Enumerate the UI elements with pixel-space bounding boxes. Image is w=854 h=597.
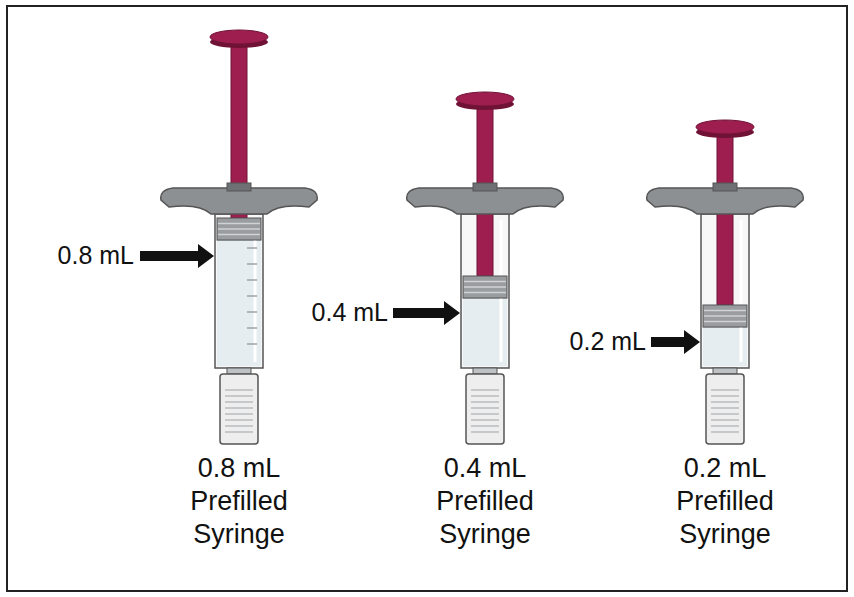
- volume-callout: 0.8 mL: [58, 240, 134, 270]
- cap-grip-rib: [471, 396, 499, 397]
- stopper-rib: [464, 281, 506, 283]
- plunger-head: [456, 92, 514, 106]
- graduation-mark: [247, 279, 257, 280]
- cap-grip-rib: [711, 396, 739, 397]
- volume-callout: 0.2 mL: [570, 326, 646, 356]
- needle-cap: [466, 374, 504, 444]
- cap-grip-rib: [471, 426, 499, 427]
- plunger-head: [696, 120, 754, 134]
- needle-hub: [473, 368, 497, 374]
- cap-grip-rib: [225, 420, 253, 421]
- needle-hub: [227, 368, 251, 374]
- pointer-arrow: [651, 330, 700, 354]
- volume-callout: 0.4 mL: [312, 297, 388, 327]
- graduation-mark: [247, 295, 257, 296]
- cap-grip-rib: [471, 408, 499, 409]
- syringe: [161, 30, 318, 444]
- cap-grip-rib: [711, 414, 739, 415]
- graduation-mark: [247, 343, 257, 344]
- cap-grip-rib: [711, 420, 739, 421]
- cap-grip-rib: [471, 432, 499, 433]
- syringe-group: [161, 30, 804, 444]
- cap-grip-rib: [225, 408, 253, 409]
- flange-collar: [227, 183, 251, 191]
- cap-grip-rib: [225, 426, 253, 427]
- barrel-highlight: [740, 220, 743, 362]
- finger-flange: [407, 188, 564, 214]
- needle-cap: [220, 374, 258, 444]
- cap-grip-rib: [711, 402, 739, 403]
- needle-cap: [706, 374, 744, 444]
- plunger-stopper: [217, 218, 261, 240]
- stopper-rib: [704, 310, 746, 312]
- finger-flange: [647, 188, 804, 214]
- syringe-caption: 0.2 mL Prefilled Syringe: [655, 452, 795, 551]
- stopper-rib: [218, 223, 260, 225]
- pointer-arrow: [393, 301, 460, 325]
- cap-grip-rib: [711, 432, 739, 433]
- barrel-highlight: [254, 220, 257, 362]
- syringe: [407, 92, 564, 444]
- cap-grip-rib: [711, 426, 739, 427]
- stopper-rib: [218, 234, 260, 236]
- cap-grip-rib: [471, 420, 499, 421]
- cap-grip-rib: [225, 402, 253, 403]
- cap-grip-rib: [225, 396, 253, 397]
- cap-grip-rib: [225, 414, 253, 415]
- syringe-barrel: [215, 214, 263, 368]
- graduation-mark: [247, 327, 257, 328]
- stopper-rib: [704, 321, 746, 323]
- plunger-head: [210, 30, 268, 44]
- cap-grip-rib: [225, 390, 253, 391]
- syringe-caption: 0.8 mL Prefilled Syringe: [169, 452, 309, 551]
- frame-border: [7, 6, 847, 591]
- graduation-mark: [247, 311, 257, 312]
- cap-grip-rib: [471, 402, 499, 403]
- plunger-stopper: [703, 305, 747, 327]
- cap-grip-rib: [711, 390, 739, 391]
- needle-hub: [713, 368, 737, 374]
- graduation-mark: [247, 263, 257, 264]
- cap-grip-rib: [711, 408, 739, 409]
- stopper-rib: [218, 228, 260, 230]
- cap-grip-rib: [225, 432, 253, 433]
- pointer-arrow: [140, 244, 214, 268]
- stopper-rib: [464, 292, 506, 294]
- cap-grip-rib: [471, 414, 499, 415]
- flange-collar: [713, 183, 737, 191]
- syringe: [647, 120, 804, 444]
- stopper-rib: [464, 286, 506, 288]
- graduation-mark: [247, 247, 257, 248]
- syringe-caption: 0.4 mL Prefilled Syringe: [415, 452, 555, 551]
- flange-collar: [473, 183, 497, 191]
- plunger-rod: [717, 132, 733, 305]
- cap-grip-rib: [471, 390, 499, 391]
- stopper-rib: [704, 315, 746, 317]
- finger-flange: [161, 188, 318, 214]
- plunger-stopper: [463, 276, 507, 298]
